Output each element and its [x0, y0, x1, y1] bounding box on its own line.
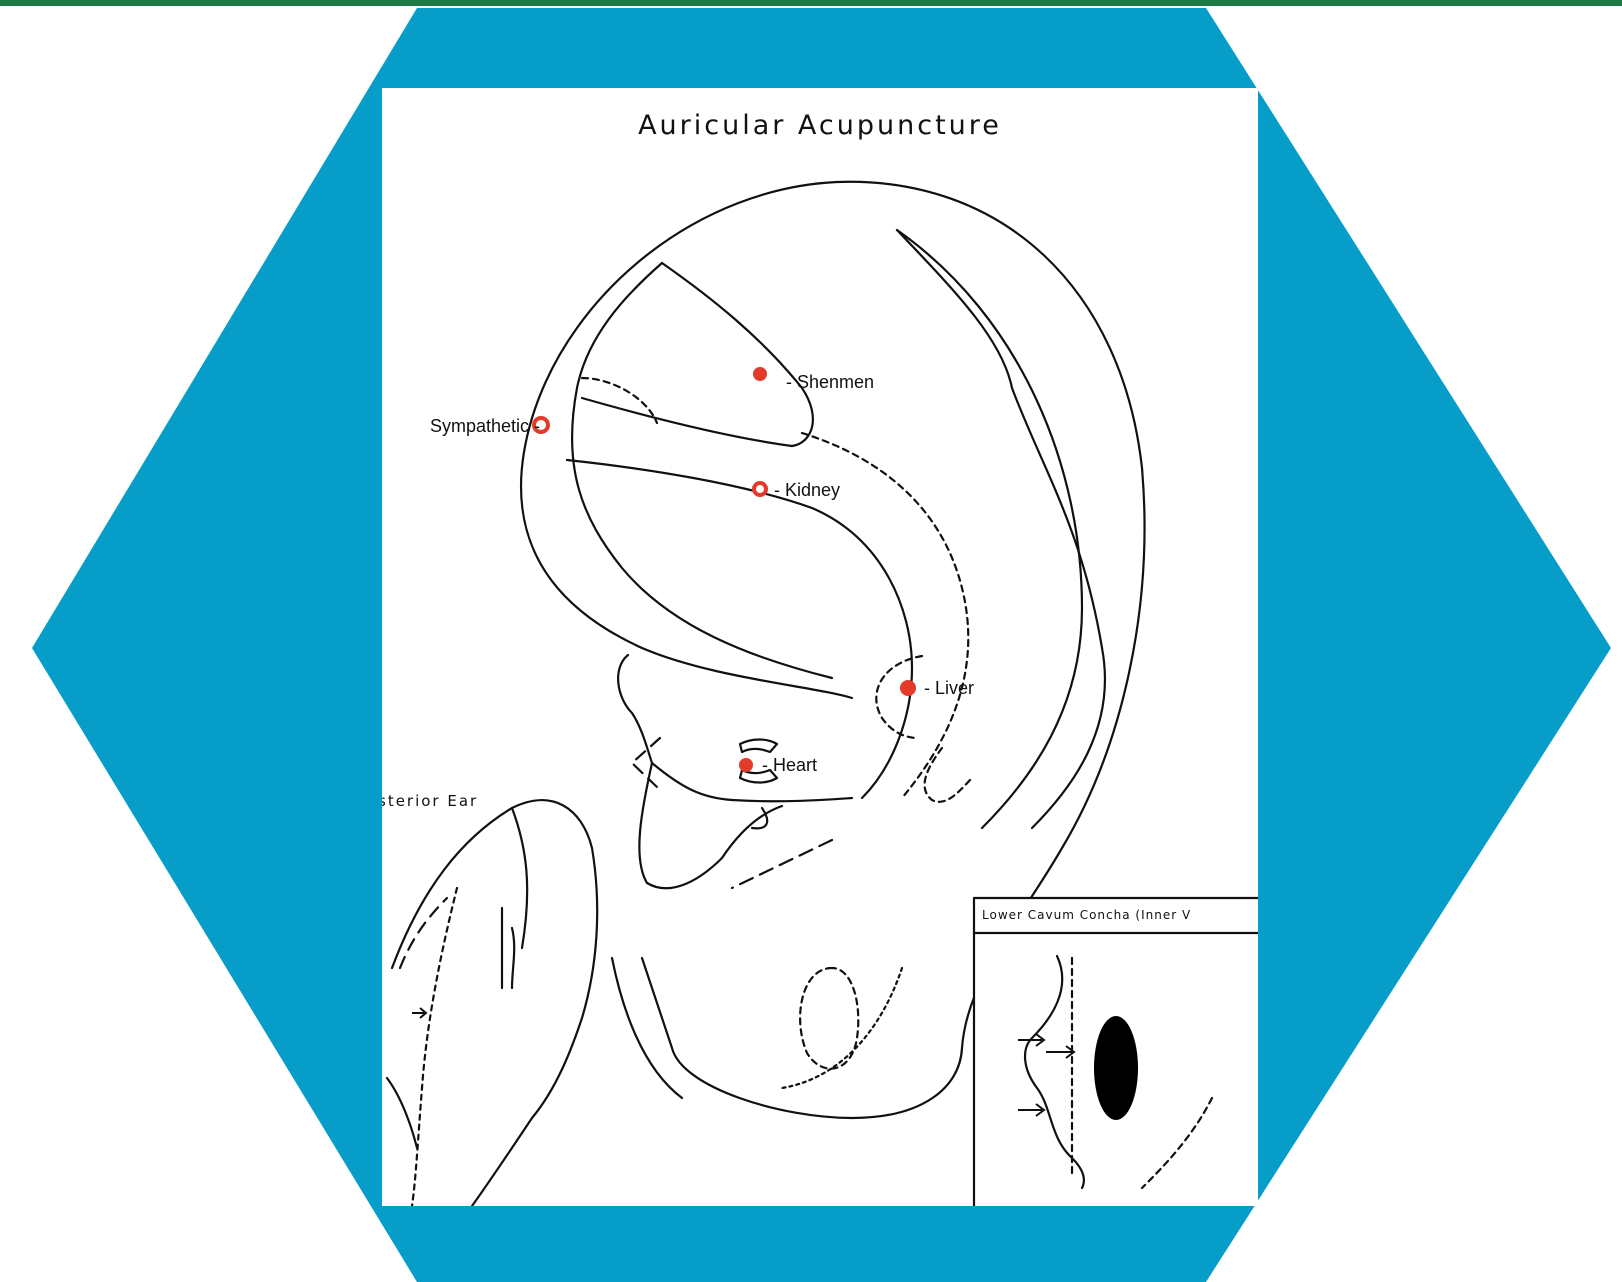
- inner-helix-2: [897, 230, 1105, 828]
- inset-title: Lower Cavum Concha (Inner V: [982, 908, 1191, 922]
- posterior-dashed: [412, 888, 457, 1206]
- dashed-liver-circle: [876, 656, 922, 738]
- posterior-outline: [392, 800, 597, 1206]
- antihelix-lower: [567, 460, 912, 798]
- shenmen-label: - Shenmen: [786, 372, 874, 393]
- superior-crus: [662, 263, 813, 446]
- diagram-sheet: Auricular Acupuncture: [382, 88, 1258, 1206]
- meatus-label: Meatus: [1110, 950, 1125, 1010]
- dashed-intertragic: [732, 840, 832, 888]
- meatus-label-box: Meatus: [1103, 935, 1131, 1025]
- liver-label: - Liver: [924, 678, 974, 699]
- ear-drawing: [382, 88, 1258, 1206]
- posterior-lines: [387, 908, 514, 1148]
- triangular-fossa: [572, 263, 832, 678]
- posterior-inner: [512, 808, 527, 948]
- sympathetic-label: Sympathetic -: [430, 416, 540, 437]
- helix-rim-left: [521, 182, 852, 698]
- kidney-label: - Kidney: [774, 480, 840, 501]
- inferior-crus: [582, 398, 792, 446]
- heart-label: - Heart: [762, 755, 817, 776]
- inner-helix: [897, 230, 1082, 828]
- lobe-lower: [612, 958, 682, 1098]
- tragus: [618, 655, 652, 763]
- dashed-lobe-arc: [782, 968, 902, 1088]
- posterior-ear-label: sterior Ear: [382, 792, 478, 810]
